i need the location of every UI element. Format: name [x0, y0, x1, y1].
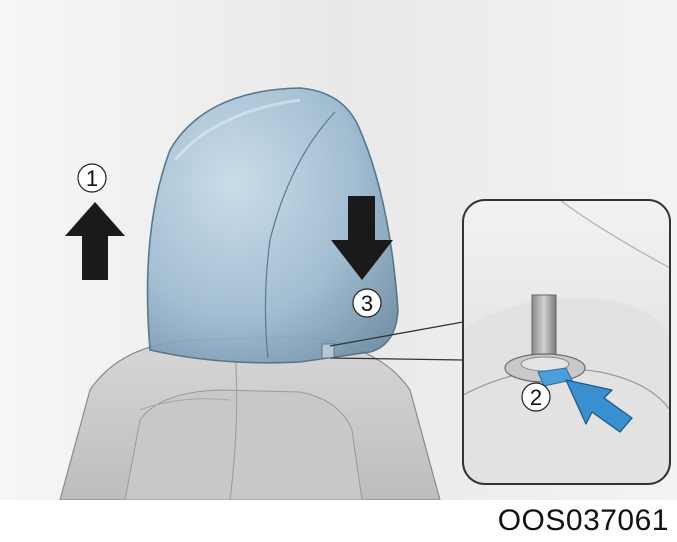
headrest: [146, 87, 399, 364]
arrow-down-icon: [331, 196, 393, 280]
illustration-panel: 1 3: [0, 0, 677, 500]
svg-text:3: 3: [361, 291, 373, 316]
svg-text:1: 1: [86, 166, 98, 191]
illustration: 1 3: [0, 0, 677, 500]
release-button: [537, 367, 573, 387]
headrest-post: [531, 294, 557, 366]
figure-code: OOS037061: [497, 504, 669, 537]
svg-text:2: 2: [530, 385, 542, 410]
step-2-label: 2: [521, 382, 551, 412]
step-1-label: 1: [77, 163, 107, 193]
arrow-up-icon: [65, 202, 125, 280]
detail-inset: [462, 199, 671, 485]
inset-pointer: [329, 321, 464, 361]
step-3-label: 3: [352, 288, 382, 318]
press-arrow-icon: [565, 379, 633, 433]
